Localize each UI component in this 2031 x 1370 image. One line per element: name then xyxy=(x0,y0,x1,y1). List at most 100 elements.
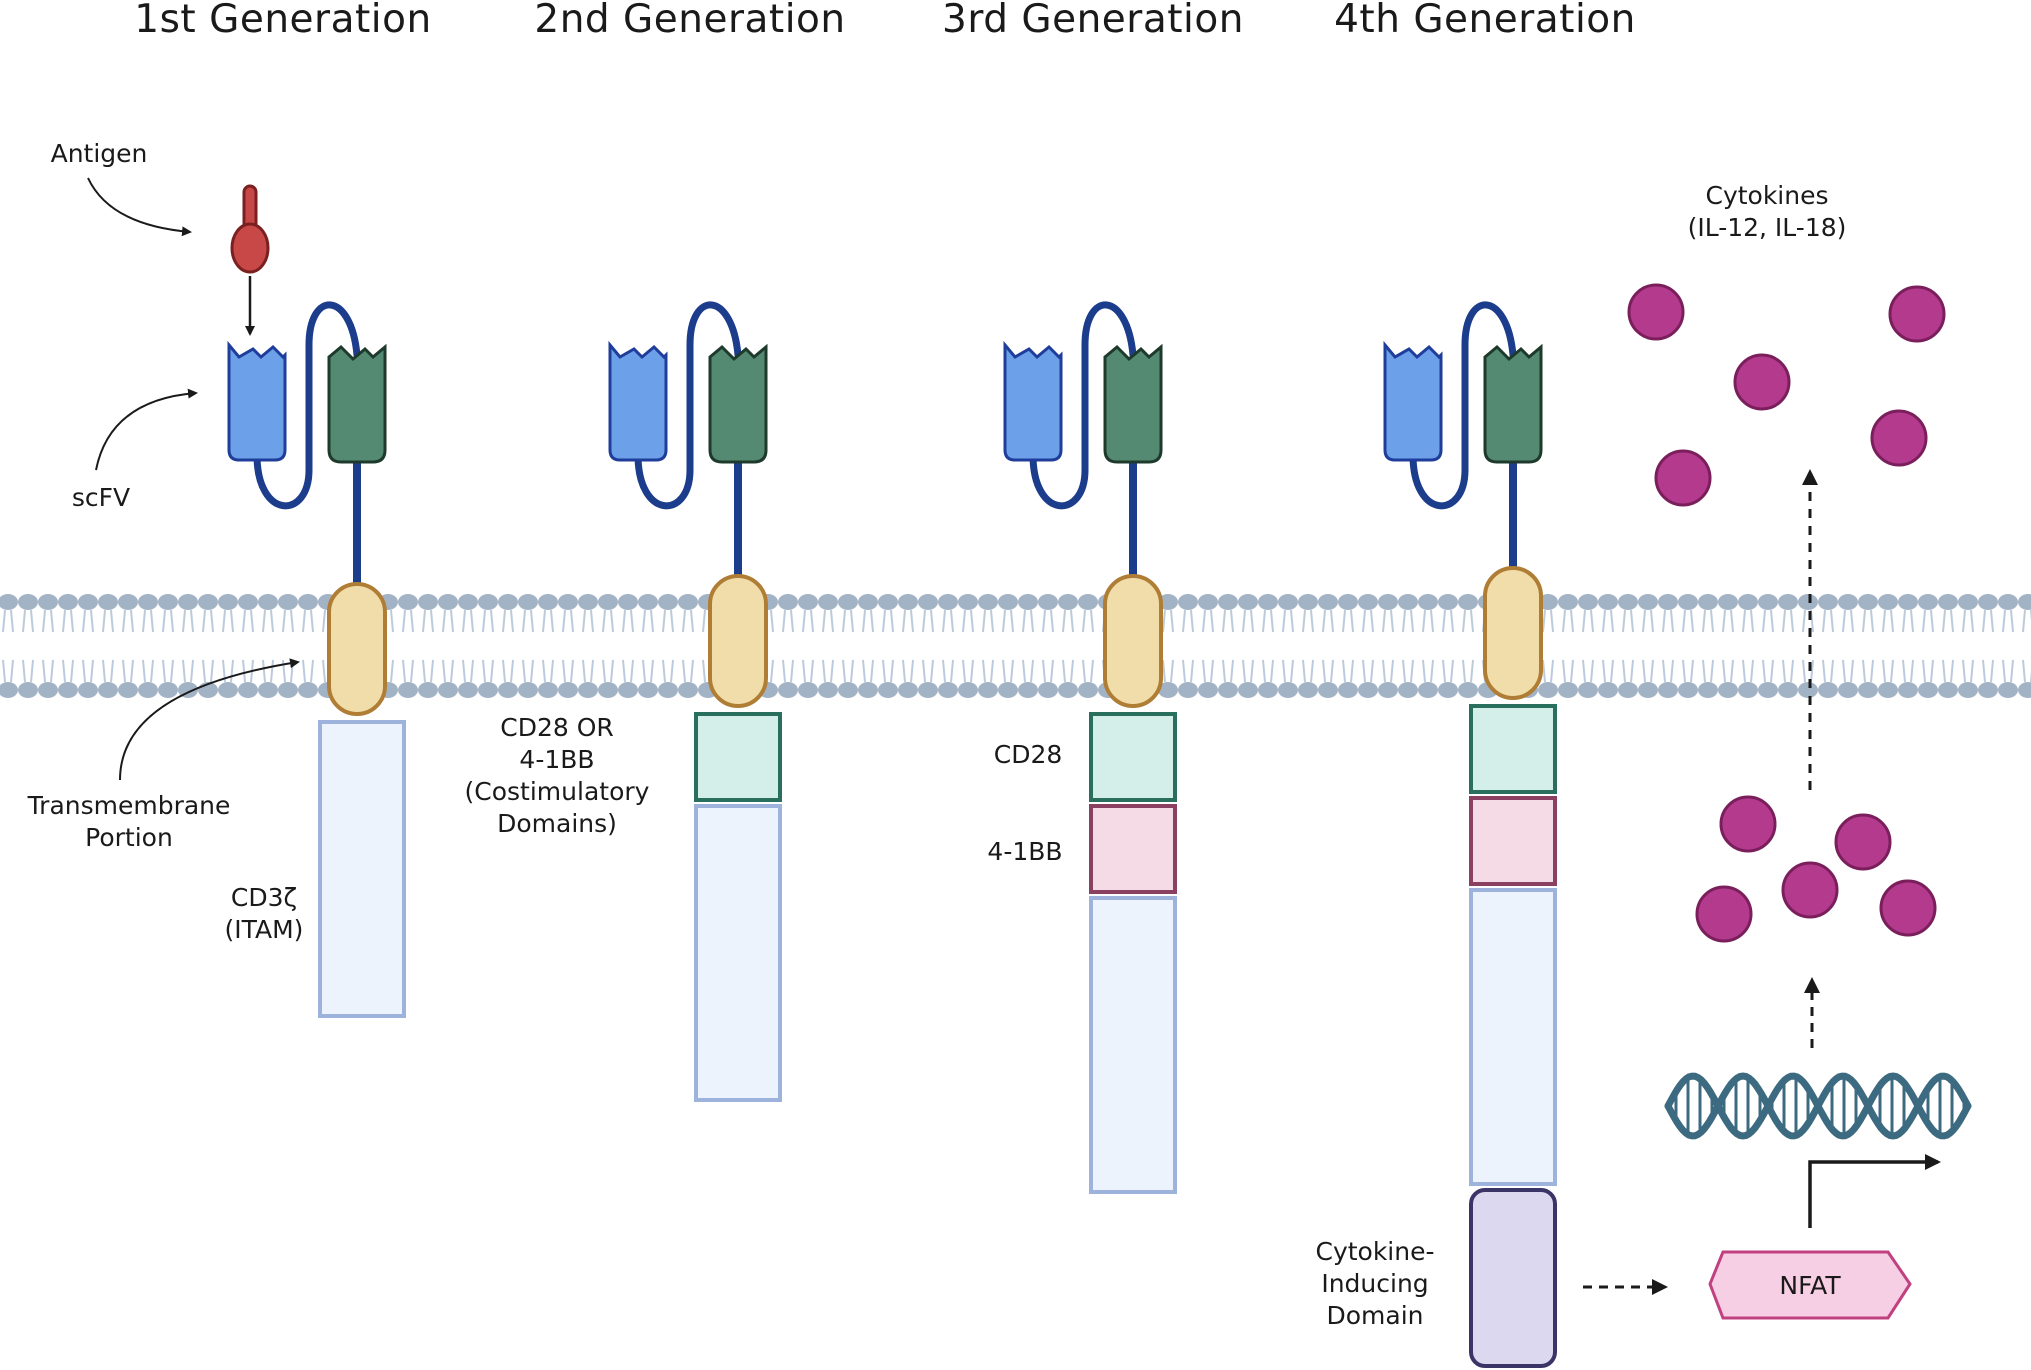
lipid-head xyxy=(298,682,318,698)
lipid-head xyxy=(898,682,918,698)
lipid-head xyxy=(798,594,818,610)
four-1bb-label: 4-1BB xyxy=(987,837,1062,866)
generation-titles: 1st Generation 2nd Generation 3rd Genera… xyxy=(134,0,1635,42)
lipid-tail xyxy=(602,659,614,683)
lipid-head xyxy=(858,682,878,698)
lipid-tail xyxy=(42,659,54,683)
lipid-tail xyxy=(1562,609,1574,633)
antigen-icon xyxy=(230,184,270,274)
lipid-head xyxy=(98,594,118,610)
lipid-tail xyxy=(142,609,154,633)
cytokines-label-line1: Cytokines xyxy=(1705,181,1828,210)
lipid-head xyxy=(0,682,18,698)
lipid-tail xyxy=(842,609,854,633)
lipid-head xyxy=(518,682,538,698)
lipid-head xyxy=(1398,594,1418,610)
lipid-tail xyxy=(1542,609,1554,633)
vl-domain-icon xyxy=(608,340,668,462)
lipid-head xyxy=(38,682,58,698)
scfv-pointer-arrow xyxy=(95,388,198,471)
lipid-head xyxy=(1958,594,1978,610)
lipid-head xyxy=(878,682,898,698)
lipid-tail xyxy=(502,609,514,633)
lipid-tail xyxy=(1162,659,1174,683)
lipid-head xyxy=(978,594,998,610)
lipid-tail xyxy=(1902,659,1914,683)
costim-label-line4: Domains) xyxy=(497,809,617,838)
lipid-tail xyxy=(302,659,314,683)
lipid-head xyxy=(838,682,858,698)
lipid-tail xyxy=(682,659,694,683)
lipid-tail xyxy=(222,609,234,633)
lipid-head xyxy=(218,682,238,698)
lipid-head xyxy=(938,594,958,610)
lipid-tail xyxy=(1002,609,1014,633)
lipid-tail xyxy=(682,609,694,633)
cytokine-particle xyxy=(1695,885,1753,943)
vl-domain-icon xyxy=(227,340,287,462)
lipid-tail xyxy=(202,609,214,633)
lipid-tail xyxy=(22,659,34,683)
lipid-tail xyxy=(982,609,994,633)
lipid-head xyxy=(1218,682,1238,698)
lipid-tail xyxy=(1702,659,1714,683)
lipid-tail xyxy=(1182,609,1194,633)
lipid-head xyxy=(1198,682,1218,698)
car-receptors xyxy=(227,301,1557,1368)
car-receptor-gen-1 xyxy=(227,301,406,1018)
lipid-head xyxy=(1338,594,1358,610)
lipid-head xyxy=(1558,594,1578,610)
vl-domain-icon xyxy=(1383,340,1443,462)
lipid-tail xyxy=(942,659,954,683)
dna-strand xyxy=(1664,1072,1972,1140)
lipid-head xyxy=(1418,682,1438,698)
lipid-head xyxy=(1758,594,1778,610)
cd3z-label-line1: CD3ζ xyxy=(231,883,297,912)
lipid-tail xyxy=(1302,659,1314,683)
lipid-tail xyxy=(402,609,414,633)
cytokine-particle xyxy=(1781,861,1839,919)
lipid-head xyxy=(478,594,498,610)
cytokine-domain-label-line1: Cytokine- xyxy=(1315,1237,1434,1266)
lipid-tail xyxy=(1322,659,1334,683)
lipid-tail xyxy=(2002,609,2014,633)
lipid-head xyxy=(1178,594,1198,610)
lipid-tail xyxy=(1602,659,1614,683)
lipid-head xyxy=(1158,682,1178,698)
lipid-head xyxy=(138,682,158,698)
lipid-head xyxy=(398,682,418,698)
transmembrane-domain xyxy=(1103,574,1163,708)
lipid-head xyxy=(598,682,618,698)
dna-helix-icon xyxy=(1664,1072,1972,1140)
lipid-head xyxy=(1018,682,1038,698)
lipid-tail xyxy=(1742,609,1754,633)
lipid-tail xyxy=(1062,609,1074,633)
costim-label-line2: 4-1BB xyxy=(519,745,594,774)
lipid-tail xyxy=(1002,659,1014,683)
lipid-head xyxy=(258,594,278,610)
lipid-head xyxy=(538,682,558,698)
lipid-tail xyxy=(1982,659,1994,683)
lipid-tail xyxy=(562,659,574,683)
lipid-tail xyxy=(1042,609,1054,633)
lipid-tail xyxy=(902,609,914,633)
lipid-head xyxy=(1438,594,1458,610)
lipid-tail xyxy=(462,659,474,683)
lipid-head xyxy=(838,594,858,610)
lipid-tail xyxy=(1942,659,1954,683)
lipid-tail xyxy=(22,609,34,633)
lipid-head xyxy=(578,682,598,698)
lipid-head xyxy=(0,594,18,610)
lipid-head xyxy=(618,682,638,698)
lipid-head xyxy=(1038,682,1058,698)
lipid-tail xyxy=(962,609,974,633)
cd3z-label-line2: (ITAM) xyxy=(225,915,304,944)
lipid-head xyxy=(1978,594,1998,610)
lipid-head xyxy=(1298,594,1318,610)
transmembrane-pointer-arrow xyxy=(119,658,300,781)
lipid-tail xyxy=(1062,659,1074,683)
lipid-head xyxy=(998,682,1018,698)
lipid-tail xyxy=(1462,659,1474,683)
vh-domain-icon xyxy=(1103,343,1163,464)
lipid-tail xyxy=(262,609,274,633)
